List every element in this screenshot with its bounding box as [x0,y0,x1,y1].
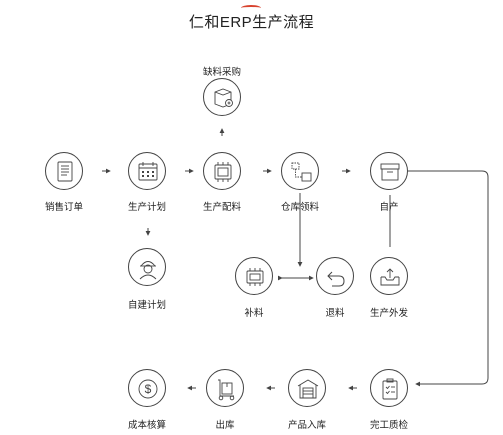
return-material-label: 退料 [325,308,345,319]
replenish-node[interactable] [235,257,273,295]
material-purchase-node[interactable] [203,78,241,116]
page-title: 仁和ERP生产流程 [188,14,315,31]
outbound-label: 出库 [215,420,235,431]
clipboard-icon [382,378,398,400]
cost-accounting-label: 成本核算 [127,420,166,431]
self-plan-label: 自建计划 [127,300,166,311]
sales-order-node[interactable] [45,152,83,190]
warehouse-icon [297,379,319,399]
production-kitting-label: 生产配料 [202,202,241,213]
quality-check-node[interactable] [370,369,408,407]
production-plan-label: 生产计划 [127,202,166,213]
return-material-node[interactable] [316,257,354,295]
document-list-icon [57,161,73,182]
production-label: 自产 [379,202,399,213]
replenish-label: 补料 [244,308,264,319]
outsourcing-label: 生产外发 [369,308,408,319]
upload-box-icon [380,268,400,286]
calendar-icon [138,162,158,181]
outsourcing-node[interactable] [370,257,408,295]
production-node[interactable] [370,152,408,190]
production-kitting-node[interactable] [203,152,241,190]
svg-text:$: $ [145,382,152,396]
package-icon [380,163,400,181]
worker-helmet-icon [139,261,157,280]
quality-check-label: 完工质检 [369,420,408,431]
dollar-icon: $ [138,379,158,399]
hand-truck-icon [218,379,235,401]
return-arrow-icon [327,271,345,287]
material-purchase-label: 缺料采购 [202,67,241,78]
arrow-production-to-qc [408,170,489,387]
product-inbound-node[interactable] [288,369,326,407]
box-add-icon [214,88,233,108]
production-plan-node[interactable] [128,152,166,190]
product-inbound-label: 产品入库 [287,420,326,431]
warehouse-picking-node[interactable] [281,152,319,190]
warehouse-picking-label: 仓库领料 [280,202,319,213]
chip-icon [246,268,264,286]
self-plan-node[interactable] [128,248,166,286]
sales-order-label: 销售订单 [44,202,83,213]
title-accent-mark [241,5,261,11]
chip-icon [214,162,232,182]
outbound-node[interactable] [206,369,244,407]
cost-accounting-node[interactable]: $ [128,369,166,407]
flowchart-icon [291,162,312,182]
